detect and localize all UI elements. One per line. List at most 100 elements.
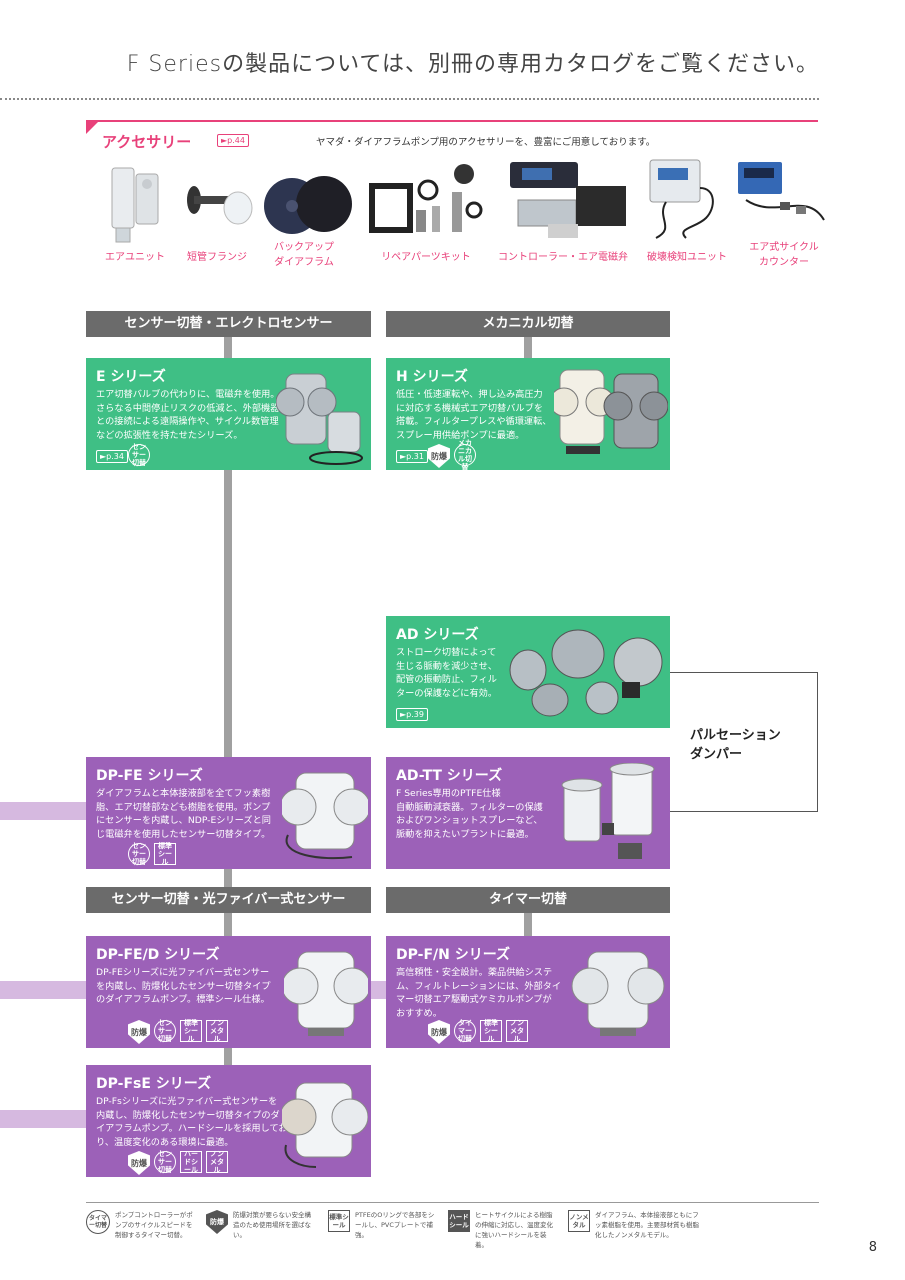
footer-divider (86, 1202, 819, 1203)
category-mechanical: メカニカル切替 (386, 311, 670, 337)
standard-seal-icon: 標準シール (180, 1019, 202, 1043)
ad-series-desc: ストローク切替によって生じる脈動を減少させ、配管の振動防止、フィルターの保護など… (396, 647, 498, 699)
accessory-label-backup-diaphragm: バックアップダイアフラム (274, 242, 334, 268)
explosion-proof-icon: 防爆 (428, 444, 450, 468)
standard-seal-icon: 標準シール (154, 842, 176, 866)
dp-fn-series-icons: 防爆 タイマー切替 標準シール ノンメタル (428, 1019, 528, 1044)
connector-pink-dpfe (0, 802, 86, 820)
explosion-proof-icon: 防爆 (128, 1151, 150, 1175)
connector-pink-dpfn (371, 981, 386, 999)
accessory-label-repair-kit: リペアパーツキット (381, 252, 471, 263)
e-series-card[interactable]: E シリーズ エア切替バルブの代わりに、電磁弁を使用。さらなる中間停止リスクの低… (86, 358, 371, 470)
e-series-page-ref[interactable]: ►p.34 (96, 450, 128, 463)
category-sensor-fiber: センサー切替・光ファイバー式センサー (86, 887, 371, 913)
accessory-label-short-flange: 短管フランジ (187, 252, 247, 263)
hard-seal-icon: ハードシール (180, 1150, 202, 1174)
non-metal-icon: ノンメタル (506, 1019, 528, 1043)
pulsation-damper-bracket (670, 672, 818, 812)
dp-fe-series-title: DP-FE シリーズ (96, 768, 203, 784)
category-timer: タイマー切替 (386, 887, 670, 913)
accessory-label-cycle-counter: エア式サイクルカウンター (749, 242, 819, 268)
dp-fn-series-desc: 高信頼性・安全設計。薬品供給システム、フィルトレーションには、外部タイマー切替エ… (396, 967, 562, 1019)
dp-fe-d-series-icons: 防爆 センサー切替 標準シール ノンメタル (128, 1019, 228, 1044)
legend-timer-text: ポンプコントローラーがポンプのサイクルスピードを制御するタイマー切替。 (115, 1211, 193, 1239)
h-series-pump-image (554, 369, 668, 454)
legend-non-metal-text: ダイアフラム、本体接液部ともにフッ素樹脂を使用。主要部材質も樹脂化したノンメタル… (595, 1211, 699, 1239)
dp-fse-series-title: DP-FsE シリーズ (96, 1076, 212, 1092)
h-series-icons: 防爆 メカニカル切替 (428, 439, 476, 470)
header-dotted-divider (0, 98, 819, 100)
ad-tt-damper-image (561, 763, 655, 859)
accessory-label-controller: コントローラー・エア電磁弁 (498, 252, 628, 263)
accessories-corner-mark (86, 120, 100, 134)
accessory-label-breakage-unit: 破壊検知ユニット (647, 252, 727, 263)
h-series-card[interactable]: H シリーズ 低圧・低速運転や、押し込み高圧力に対応する機械式エア切替バルブを搭… (386, 358, 670, 470)
dp-fn-series-title: DP-F/N シリーズ (396, 947, 511, 963)
connector-line-left (224, 336, 232, 1070)
connector-line-timer (524, 912, 532, 936)
dp-fe-d-series-desc: DP-FEシリーズに光ファイバー式センサーを内蔵し、防爆化したセンサー切替タイプ… (96, 967, 271, 1005)
legend-hard-seal: ハードシール ヒートサイクルによる樹脂の伸縮に対応し、温度変化に強いハードシール… (448, 1210, 557, 1250)
sensor-switch-icon: センサー切替 (154, 1150, 176, 1174)
non-metal-icon: ノンメタル (206, 1019, 228, 1043)
legend-hard-seal-text: ヒートサイクルによる樹脂の伸縮に対応し、温度変化に強いハードシールを装着。 (475, 1211, 553, 1249)
dp-fe-series-card[interactable]: DP-FE シリーズ ダイアフラムと本体接液部を全てフッ素樹脂、エア切替部なども… (86, 757, 371, 869)
dp-fe-d-series-card[interactable]: DP-FE/D シリーズ DP-FEシリーズに光ファイバー式センサーを内蔵し、防… (86, 936, 371, 1048)
air-unit-image (111, 167, 159, 243)
dp-fse-series-card[interactable]: DP-FsE シリーズ DP-Fsシリーズに光ファイバー式センサーを内蔵し、防爆… (86, 1065, 371, 1177)
ad-series-damper-image (509, 629, 663, 717)
dp-fse-series-icons: 防爆 センサー切替 ハードシール ノンメタル (128, 1150, 228, 1175)
standard-seal-icon: 標準シール (328, 1210, 350, 1232)
dp-fe-d-series-title: DP-FE/D シリーズ (96, 947, 220, 963)
ad-tt-series-desc: F Series専用のPTFE仕様自動脈動減衰器。フィルターの保護およびワンショ… (396, 788, 543, 840)
accessories-section (86, 120, 818, 280)
accessories-page-ref[interactable]: ►p.44 (217, 134, 249, 147)
ad-series-title: AD シリーズ (396, 627, 479, 643)
non-metal-icon: ノンメタル (568, 1210, 590, 1232)
dp-fn-series-card[interactable]: DP-F/N シリーズ 高信頼性・安全設計。薬品供給システム、フィルトレーション… (386, 936, 670, 1048)
pulsation-damper-bg (680, 720, 810, 776)
connector-line-mechanical (524, 336, 532, 358)
air-cycle-counter-image (738, 162, 825, 221)
e-series-title: E シリーズ (96, 369, 166, 385)
repair-kit-image (369, 164, 483, 233)
explosion-proof-icon: 防爆 (428, 1020, 450, 1044)
h-series-desc: 低圧・低速運転や、押し込み高圧力に対応する機械式エア切替バルブを搭載。フィルター… (396, 389, 552, 441)
standard-seal-icon: 標準シール (480, 1019, 502, 1043)
legend-non-metal: ノンメタル ダイアフラム、本体接液部ともにフッ素樹脂を使用。主要部材質も樹脂化し… (568, 1210, 699, 1240)
e-series-pump-image (276, 373, 363, 465)
dp-fse-pump-image (282, 1082, 368, 1168)
dp-fn-pump-image (571, 951, 665, 1036)
controller-solenoid-image (510, 162, 626, 238)
explosion-proof-icon: 防爆 (206, 1210, 228, 1234)
short-flange-image (187, 186, 253, 225)
ad-series-page-ref[interactable]: ►p.39 (396, 708, 428, 721)
e-series-desc: エア切替バルブの代わりに、電磁弁を使用。さらなる中間停止リスクの低減と、外部機器… (96, 389, 280, 441)
category-sensor-electro: センサー切替・エレクトロセンサー (86, 311, 371, 337)
h-series-title: H シリーズ (396, 369, 468, 385)
h-series-page-ref[interactable]: ►p.31 (396, 450, 428, 463)
legend-standard-seal: 標準シール PTFEのOリングで各部をシールし、PVCプレートで補強。 (328, 1210, 437, 1240)
legend-explosion-proof: 防爆 防爆対策が要らない安全構造のため使用場所を選ばない。 (206, 1210, 315, 1240)
dp-fe-series-icons: センサー切替 標準シール (128, 842, 176, 866)
dp-fe-pump-image (282, 772, 368, 860)
ad-series-card[interactable]: AD シリーズ ストローク切替によって生じる脈動を減少させ、配管の振動防止、フィ… (386, 616, 670, 728)
ad-tt-series-card[interactable]: AD-TT シリーズ F Series専用のPTFE仕様自動脈動減衰器。フィルタ… (386, 757, 670, 869)
breakage-detection-unit-image (649, 159, 714, 239)
connector-pink-dpfed (0, 981, 86, 999)
page-number: 8 (868, 1240, 877, 1255)
dp-fe-d-pump-image (284, 951, 368, 1036)
sensor-switch-icon: センサー切替 (128, 443, 150, 467)
accessories-title: アクセサリー (102, 133, 192, 151)
ad-tt-series-title: AD-TT シリーズ (396, 768, 503, 784)
hard-seal-icon: ハードシール (448, 1210, 470, 1232)
dp-fe-series-desc: ダイアフラムと本体接液部を全てフッ素樹脂、エア切替部なども樹脂を使用。ポンプにセ… (96, 788, 271, 840)
mechanical-switch-icon: メカニカル切替 (454, 439, 476, 470)
e-series-icons: センサー切替 (128, 443, 150, 467)
timer-switch-icon: タイマー切替 (454, 1019, 476, 1043)
dp-fse-series-desc: DP-Fsシリーズに光ファイバー式センサーを内蔵し、防爆化したセンサー切替タイプ… (96, 1096, 288, 1148)
connector-pink-dpfse (0, 1110, 86, 1128)
sensor-switch-icon: センサー切替 (128, 842, 150, 866)
pulsation-damper-label: パルセーション ダンパー (690, 728, 781, 762)
accessories-description: ヤマダ・ダイアフラムポンプ用のアクセサリーを、豊富にご用意しております。 (316, 137, 656, 148)
